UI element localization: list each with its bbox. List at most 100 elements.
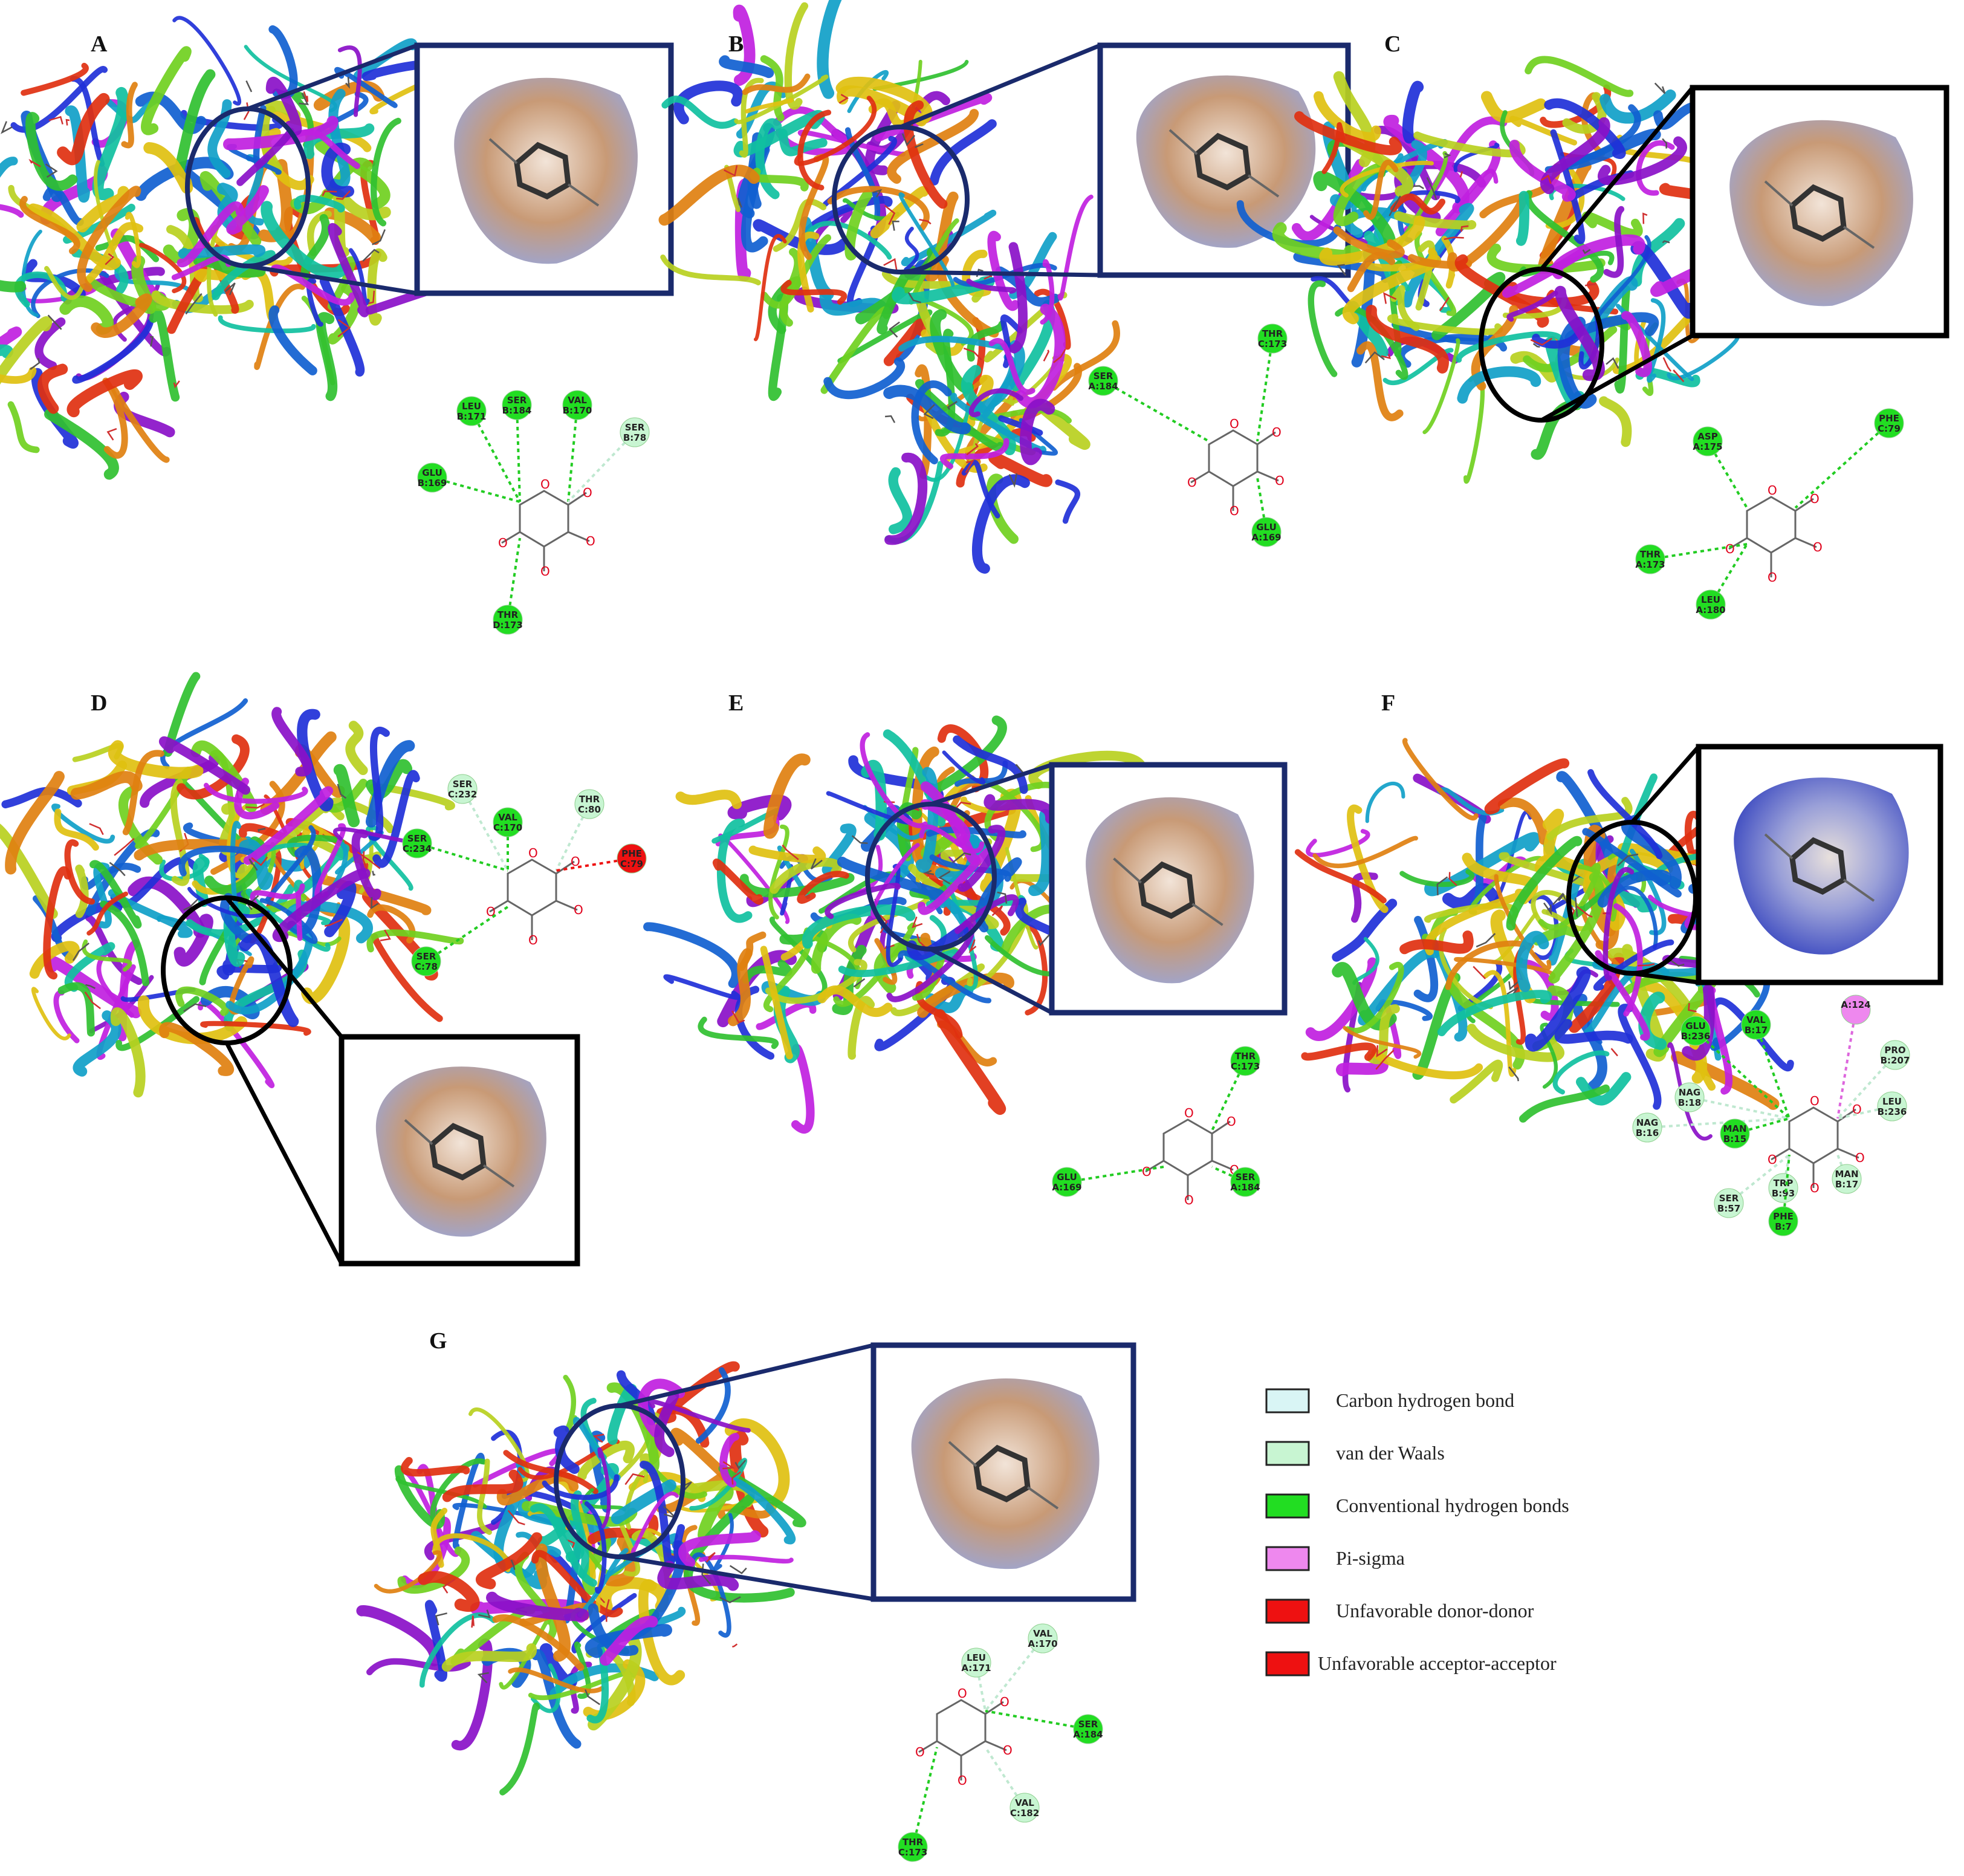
oxygen-atom-label: O [1230,504,1239,518]
residue-label-chain: A:171 [961,1663,991,1673]
oxygen-atom-label: O [1768,570,1777,585]
residue-circle [1230,1046,1260,1076]
panel-letter: A [91,31,108,57]
ligand-stick [442,1579,456,1594]
ligand-stick [28,158,41,167]
binding-site-circle [161,895,293,1045]
residue-label-chain: A:169 [1251,532,1281,543]
residue-label-chain: B:18 [1678,1097,1701,1108]
ligand-stick [1575,905,1593,918]
pyranose-ring [1788,1106,1839,1164]
residue-circle [1832,1164,1862,1194]
ligand-stick [1606,357,1619,369]
residue-label-chain: B:17 [1835,1179,1858,1190]
ligand-stick [1,121,13,134]
ligand-stick [912,917,923,929]
ligand-stick [1448,872,1457,886]
ligand-stick [584,1689,600,1706]
legend-item: Carbon hydrogen bond [1265,1388,1514,1413]
ligand-stick [810,858,823,870]
ligand-stick [45,163,58,178]
residue-label: NAG [1636,1117,1658,1128]
oxygen-atom-label: O [1003,1743,1013,1758]
legend-label: Unfavorable donor-donor [1336,1600,1534,1621]
zoom-callout [1566,744,1943,985]
ligand-stick [732,1643,738,1648]
residue-label-chain: A:184 [1230,1182,1260,1193]
residue-label: SER [1719,1193,1739,1204]
ligand-stick [705,1552,716,1563]
legend-label: Carbon hydrogen bond [1336,1389,1514,1411]
zoom-callout [161,895,580,1267]
residue-circle [1251,517,1282,547]
ligand-stick [838,94,849,104]
ligand-stick [1015,764,1026,776]
pyranose-ring [507,858,557,917]
ligand-stick [368,290,375,305]
ligand-stick [84,991,101,1010]
residue-label: GLU [1057,1172,1077,1183]
residue-label: ASP [1697,431,1717,442]
residue-label: THR [497,609,519,620]
ligand-stick [1617,853,1639,866]
residue-circle [1696,589,1726,620]
ligand-stick [337,319,351,337]
ligand-stick [478,1609,491,1618]
ligand-stick [1444,236,1464,241]
ligand-stick [731,1010,745,1024]
interaction-line [1710,543,1748,606]
residue-label: GLU [1256,522,1277,533]
ligand-stick [371,897,379,910]
ligand-stick [1053,348,1066,363]
ligand-stick [372,229,386,245]
ligand-stick [322,190,337,196]
molecular-surface [1086,797,1254,984]
residue-label-chain: B:16 [1636,1128,1659,1138]
ligand-stick [1688,1003,1697,1013]
legend-label: van der Waals [1336,1442,1445,1464]
ligand-stick [884,415,896,423]
residue-circle [898,1832,928,1862]
molecular-surface [454,77,638,264]
ligand-stick [731,1471,741,1485]
residue-label-chain: C:170 [493,822,522,833]
molecular-surface [1136,75,1316,248]
residue-label: PHE [1773,1211,1794,1222]
ligand-stick [510,1559,516,1570]
ligand-stick [1506,987,1519,995]
ligand-stick [1439,297,1450,311]
residue-label: THR [903,1837,924,1848]
ligand-stick [372,871,375,876]
pyranose-ring [1746,496,1797,554]
zoom-callout [185,42,674,296]
legend-item: Pi-sigma [1265,1546,1405,1571]
legend-swatch [1265,1493,1310,1519]
residue-circle [1768,1173,1798,1203]
oxygen-atom-label: O [1725,542,1735,556]
molecular-surface [1734,777,1909,955]
panel-letter: D [91,690,107,716]
oxygen-atom-label: O [1855,1151,1865,1165]
legend-swatch [1265,1546,1310,1571]
interaction-line [567,404,579,502]
residue-circle [1052,1167,1082,1197]
interaction-line [912,1747,938,1848]
ligand-stick [1364,351,1385,364]
oxygen-atom-label: O [1810,492,1820,506]
ligand-stick [624,1473,645,1485]
residue-circle [961,1647,991,1678]
residue-label: VAL [1746,1014,1766,1025]
ligand-stick [1337,264,1347,276]
panel-G: GOOOOOLEUA:171VALA:170SERA:184VALC:182TH… [356,1328,1136,1862]
residue-label-chain: C:78 [415,961,438,972]
